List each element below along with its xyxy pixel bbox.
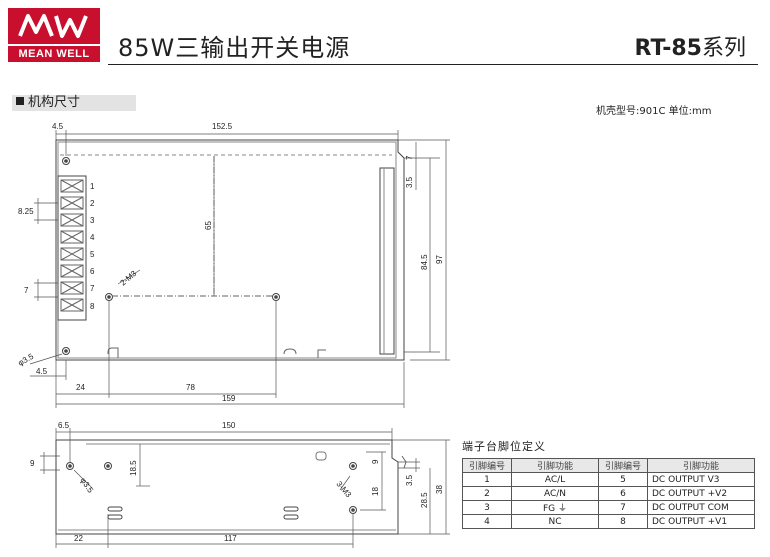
mean-well-logo: MEAN WELL — [8, 8, 100, 62]
dim-65: 65 — [204, 221, 213, 230]
pin-no: 8 — [598, 514, 648, 529]
pin-table-title: 端子台脚位定义 — [462, 440, 546, 453]
table-row: 1 AC/L 5 DC OUTPUT V3 — [462, 472, 755, 487]
dim-2m3: 2-M3 — [119, 269, 139, 288]
top-view-outline — [55, 139, 405, 361]
pin-no: 5 — [598, 472, 648, 487]
dim-38: 38 — [435, 485, 444, 494]
top-hole-bl — [62, 347, 70, 355]
pin-no: 3 — [462, 500, 512, 515]
model-number: RT-85 — [634, 36, 702, 61]
pin-label-1: 1 — [90, 182, 95, 191]
mw-glyph-icon — [18, 14, 88, 38]
square-bullet-icon — [16, 97, 24, 105]
terminal-block — [57, 175, 87, 321]
dim-7-right: 7 — [405, 155, 414, 160]
side-hole-c — [104, 462, 112, 470]
col-pin-fn-1: 引脚功能 — [511, 458, 599, 473]
side-hole-m3-a — [349, 462, 357, 470]
pin-fn: DC OUTPUT COM — [647, 500, 755, 515]
dim-3-5-right: 3.5 — [405, 176, 414, 188]
side-hole-m3-b — [349, 506, 357, 514]
pin-fn: DC OUTPUT V3 — [647, 472, 755, 487]
pin-no: 6 — [598, 486, 648, 501]
dim-18-5: 18.5 — [129, 460, 138, 476]
table-row: 3 FG ⏚ 7 DC OUTPUT COM — [462, 500, 755, 515]
dim-phi-3-5: φ3.5 — [17, 352, 36, 368]
dim-18: 18 — [371, 487, 380, 496]
dim-3-5-side: 3.5 — [405, 474, 414, 486]
dim-3m3: 3-M3 — [334, 480, 353, 500]
pin-label-4: 4 — [90, 233, 95, 242]
dim-24: 24 — [76, 383, 85, 392]
pin-label-5: 5 — [90, 250, 95, 259]
header: MEAN WELL 85W三输出开关电源 RT-85系列 — [0, 0, 770, 70]
pin-label-2: 2 — [90, 199, 95, 208]
pin-fn: FG ⏚ — [511, 500, 599, 515]
header-rule — [108, 64, 758, 65]
pin-no: 4 — [462, 514, 512, 529]
side-view — [40, 428, 450, 548]
table-header-row: 引脚编号 引脚功能 引脚编号 引脚功能 — [462, 458, 755, 473]
pin-label-6: 6 — [90, 267, 95, 276]
pin-no: 2 — [462, 486, 512, 501]
pin-fn: AC/N — [511, 486, 599, 501]
col-pin-no-1: 引脚编号 — [462, 458, 512, 473]
case-note: 机壳型号:901C 单位:mm — [596, 106, 712, 117]
dim-9-right: 9 — [371, 459, 380, 464]
logo-mark — [8, 8, 100, 44]
pin-label-3: 3 — [90, 216, 95, 225]
pin-fn: DC OUTPUT +V2 — [647, 486, 755, 501]
pin-no: 1 — [462, 472, 512, 487]
dim-4-5-bottom: 4.5 — [36, 367, 48, 376]
col-pin-no-2: 引脚编号 — [598, 458, 648, 473]
pin-no: 7 — [598, 500, 648, 515]
dim-117: 117 — [224, 534, 237, 543]
model-title: RT-85系列 — [635, 30, 747, 62]
brand-name: MEAN WELL — [8, 46, 100, 62]
dim-28-5: 28.5 — [420, 492, 429, 508]
section-title: 机构尺寸 — [28, 95, 81, 110]
dim-4-5-top: 4.5 — [52, 122, 64, 131]
dim-97: 97 — [435, 255, 444, 264]
table-row: 4 NC 8 DC OUTPUT +V1 — [462, 514, 755, 529]
dim-6-5: 6.5 — [58, 421, 70, 430]
model-suffix: 系列 — [701, 36, 746, 61]
dim-7-left: 7 — [24, 286, 29, 295]
dim-9-left: 9 — [30, 459, 35, 468]
col-pin-fn-2: 引脚功能 — [647, 458, 755, 473]
dim-22: 22 — [74, 534, 83, 543]
dim-150: 150 — [222, 421, 236, 430]
product-title: 85W三输出开关电源 — [118, 34, 351, 62]
pin-label-8: 8 — [90, 302, 95, 311]
pin-table: 引脚编号 引脚功能 引脚编号 引脚功能 1 AC/L 5 DC OUTPUT V… — [462, 458, 755, 529]
dim-8-25: 8.25 — [18, 207, 34, 216]
heatsink-rail — [379, 167, 395, 355]
pin-fn: NC — [511, 514, 599, 529]
dim-78: 78 — [186, 383, 195, 392]
table-row: 2 AC/N 6 DC OUTPUT +V2 — [462, 486, 755, 501]
side-hole-phi — [66, 462, 74, 470]
pin-fn: AC/L — [511, 472, 599, 487]
dim-84-5: 84.5 — [420, 254, 429, 270]
dim-152-5: 152.5 — [212, 122, 233, 131]
dim-phi-3-5-side: φ3.5 — [78, 476, 95, 495]
top-view — [29, 130, 450, 408]
pin-label-7: 7 — [90, 284, 95, 293]
top-hole-tl — [62, 157, 70, 165]
pin-definition-block: 端子台脚位定义 引脚编号 引脚功能 引脚编号 引脚功能 1 AC/L 5 DC … — [462, 438, 762, 529]
dim-159: 159 — [222, 394, 236, 403]
pin-fn: DC OUTPUT +V1 — [647, 514, 755, 529]
section-heading: 机构尺寸 — [12, 95, 136, 111]
